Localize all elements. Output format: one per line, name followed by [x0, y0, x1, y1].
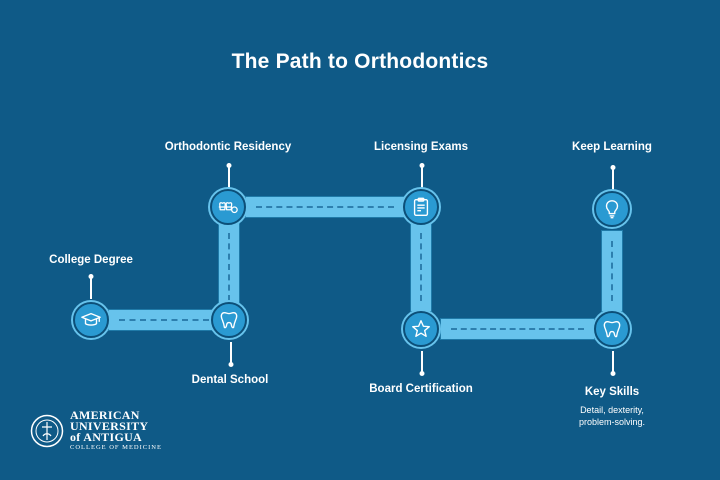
diagram-title: The Path to Orthodontics — [231, 50, 489, 73]
pin-orthodontic-residency — [228, 166, 230, 188]
step-detail-key-skills: Detail, dexterity, problem-solving. — [579, 404, 645, 428]
university-logo: AMERICAN UNIVERSITY of ANTIGUA COLLEGE O… — [30, 408, 162, 452]
step-node-dental-school — [211, 302, 247, 338]
step-label-key-skills: Key Skills — [584, 386, 640, 398]
braces-icon — [218, 202, 238, 214]
star-icon — [412, 320, 430, 338]
step-label-board-certification: Board Certification — [369, 383, 473, 395]
pin-college-degree — [90, 277, 92, 299]
pin-key-skills — [612, 351, 614, 373]
pin-keep-learning — [612, 168, 614, 190]
step-node-college-degree — [73, 302, 109, 338]
graduation-cap-icon — [81, 312, 101, 326]
pin-board-certification — [421, 351, 423, 373]
step-label-licensing-exams: Licensing Exams — [374, 141, 468, 153]
step-node-keep-learning — [594, 191, 630, 227]
lightbulb-icon — [605, 200, 619, 219]
logo-line-1: AMERICAN — [70, 408, 140, 422]
step-node-licensing-exams — [403, 189, 439, 225]
tooth-icon — [220, 311, 238, 329]
tooth-icon — [603, 320, 621, 338]
logo-line-3: of ANTIGUA — [70, 430, 143, 444]
road-board-to-skills — [440, 318, 595, 340]
road-licensing-to-board — [410, 222, 432, 312]
road-skills-to-learning — [601, 230, 623, 312]
road-dental-to-residency — [218, 222, 240, 312]
pin-dental-school — [230, 342, 232, 364]
step-label-keep-learning: Keep Learning — [572, 141, 652, 153]
pin-licensing-exams — [421, 166, 423, 188]
road-college-to-dental — [108, 309, 220, 331]
step-label-orthodontic-residency: Orthodontic Residency — [164, 141, 292, 153]
step-node-key-skills — [594, 311, 630, 347]
clipboard-icon — [413, 197, 429, 216]
road-residency-to-licensing — [245, 196, 405, 218]
logo-line-2: UNIVERSITY — [70, 419, 149, 433]
university-seal-icon — [30, 414, 64, 448]
logo-wordmark: AMERICAN UNIVERSITY of ANTIGUA COLLEGE O… — [70, 408, 162, 452]
step-label-college-degree: College Degree — [49, 254, 133, 266]
step-label-dental-school: Dental School — [191, 374, 269, 386]
logo-line-4: COLLEGE OF MEDICINE — [70, 444, 162, 451]
step-detail-line-2: problem-solving. — [578, 417, 646, 427]
step-node-orthodontic-residency — [210, 189, 246, 225]
step-node-board-certification — [403, 311, 439, 347]
step-detail-line-1: Detail, dexterity, — [580, 405, 644, 415]
